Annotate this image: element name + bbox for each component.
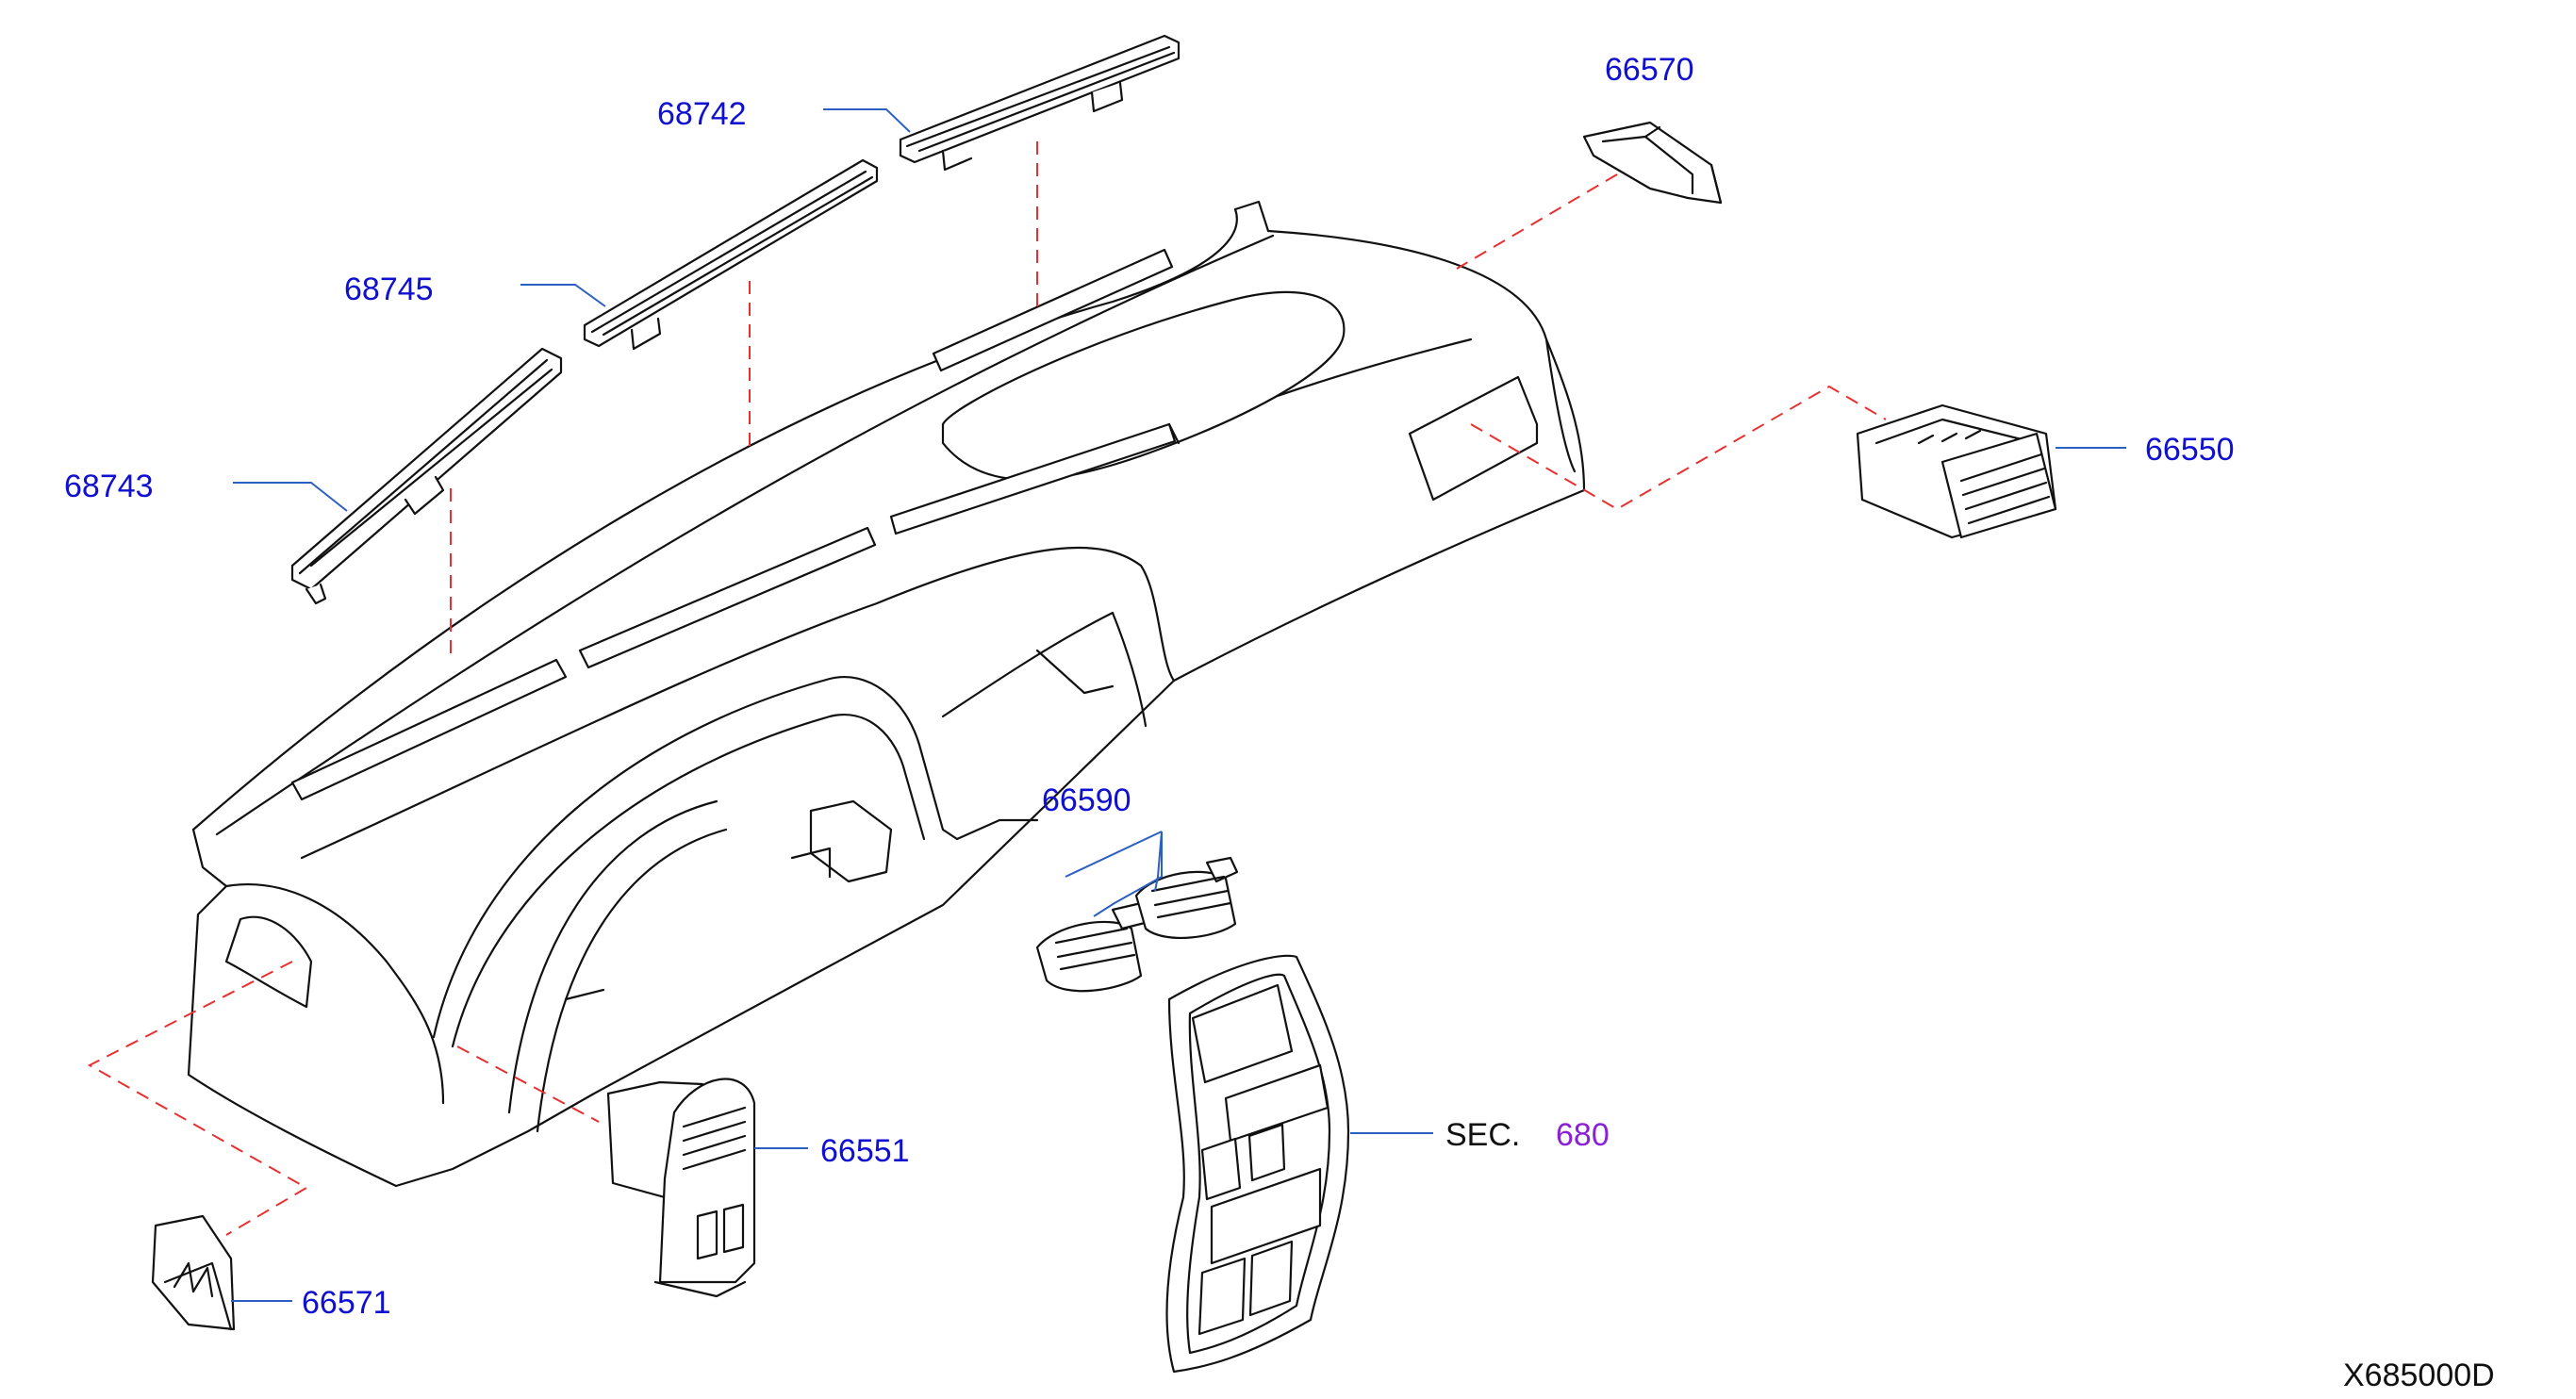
section-prefix: SEC.: [1445, 1117, 1520, 1153]
label-68742: 68742: [657, 96, 747, 132]
center-vent-66551: [606, 1078, 756, 1298]
side-vent-66570: [1582, 121, 1723, 205]
side-vent-66571: [151, 1214, 236, 1331]
defroster-grille-68742: [899, 34, 1181, 172]
label-66570: 66570: [1605, 52, 1694, 88]
assembly-dashed-lines: [87, 141, 1887, 1236]
drawing-reference-code: X685000D: [2343, 1358, 2495, 1393]
label-66590: 66590: [1042, 782, 1131, 818]
section-number-link[interactable]: 680: [1556, 1117, 1610, 1153]
label-68745: 68745: [344, 272, 434, 307]
side-vent-66550: [1856, 403, 2057, 539]
defroster-grille-68745: [583, 158, 879, 351]
center-cluster-finisher: [1165, 954, 1350, 1374]
label-66551: 66551: [820, 1133, 910, 1169]
label-66571: 66571: [302, 1285, 391, 1321]
defroster-grille-68743: [290, 347, 563, 605]
label-leader-lines: [231, 108, 2126, 1302]
label-66550: 66550: [2145, 432, 2235, 468]
center-vents-66590: [1035, 856, 1239, 993]
instrument-panel-body: [187, 200, 1586, 1188]
label-68743: 68743: [64, 469, 154, 504]
